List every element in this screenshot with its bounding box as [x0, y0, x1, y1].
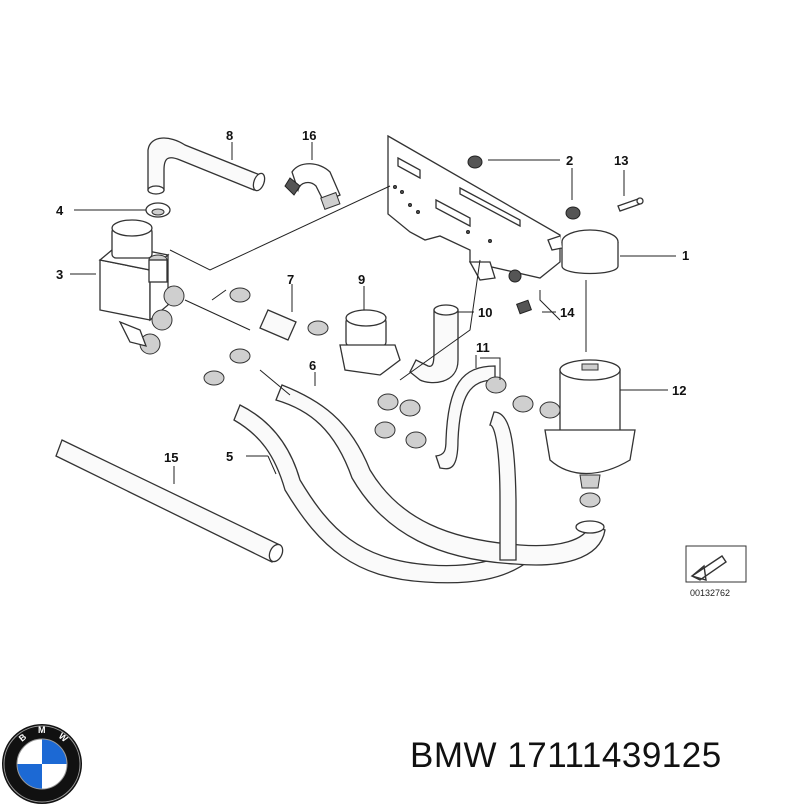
hose-10 — [409, 304, 459, 384]
callout-1: 1 — [682, 248, 689, 263]
leader-lines — [70, 142, 676, 484]
callout-13: 13 — [614, 153, 628, 168]
svg-text:M: M — [38, 725, 46, 735]
callout-16: 16 — [302, 128, 316, 143]
grommet-2 — [467, 155, 581, 283]
callout-3: 3 — [56, 267, 63, 282]
callout-4: 4 — [56, 203, 64, 218]
callout-5: 5 — [226, 449, 233, 464]
bmw-logo: B M W — [2, 724, 82, 804]
hose-6 — [275, 384, 606, 566]
svg-text:B: B — [17, 731, 29, 743]
callout-12: 12 — [672, 383, 686, 398]
callout-6: 6 — [309, 358, 316, 373]
callout-14: 14 — [560, 305, 575, 320]
hose-section-7 — [203, 287, 329, 386]
clamp-ring-1 — [547, 229, 619, 275]
callouts: 8 16 2 13 1 4 3 7 9 10 14 11 6 12 15 5 — [56, 128, 689, 465]
callout-2: 2 — [566, 153, 573, 168]
clip-4 — [145, 202, 171, 218]
callout-7: 7 — [287, 272, 294, 287]
callout-11: 11 — [476, 340, 490, 355]
direction-reference: 00132762 — [685, 545, 747, 598]
brand-part-number: BMW 17111439125 — [410, 736, 722, 775]
callout-15: 15 — [164, 450, 178, 465]
callout-10: 10 — [478, 305, 492, 320]
nut-14 — [516, 299, 532, 315]
screw-13 — [617, 197, 644, 212]
valve-block-3 — [98, 219, 185, 355]
hose-11 — [435, 365, 517, 561]
hose-8 — [147, 137, 266, 195]
callout-9: 9 — [358, 272, 365, 287]
hose-15 — [55, 439, 284, 563]
elbow-connector-16 — [284, 163, 341, 210]
water-pump-12 — [539, 359, 636, 508]
callout-8: 8 — [226, 128, 233, 143]
reference-number: 00132762 — [690, 588, 730, 598]
valve-9 — [339, 309, 534, 449]
mounting-bracket — [387, 134, 561, 281]
